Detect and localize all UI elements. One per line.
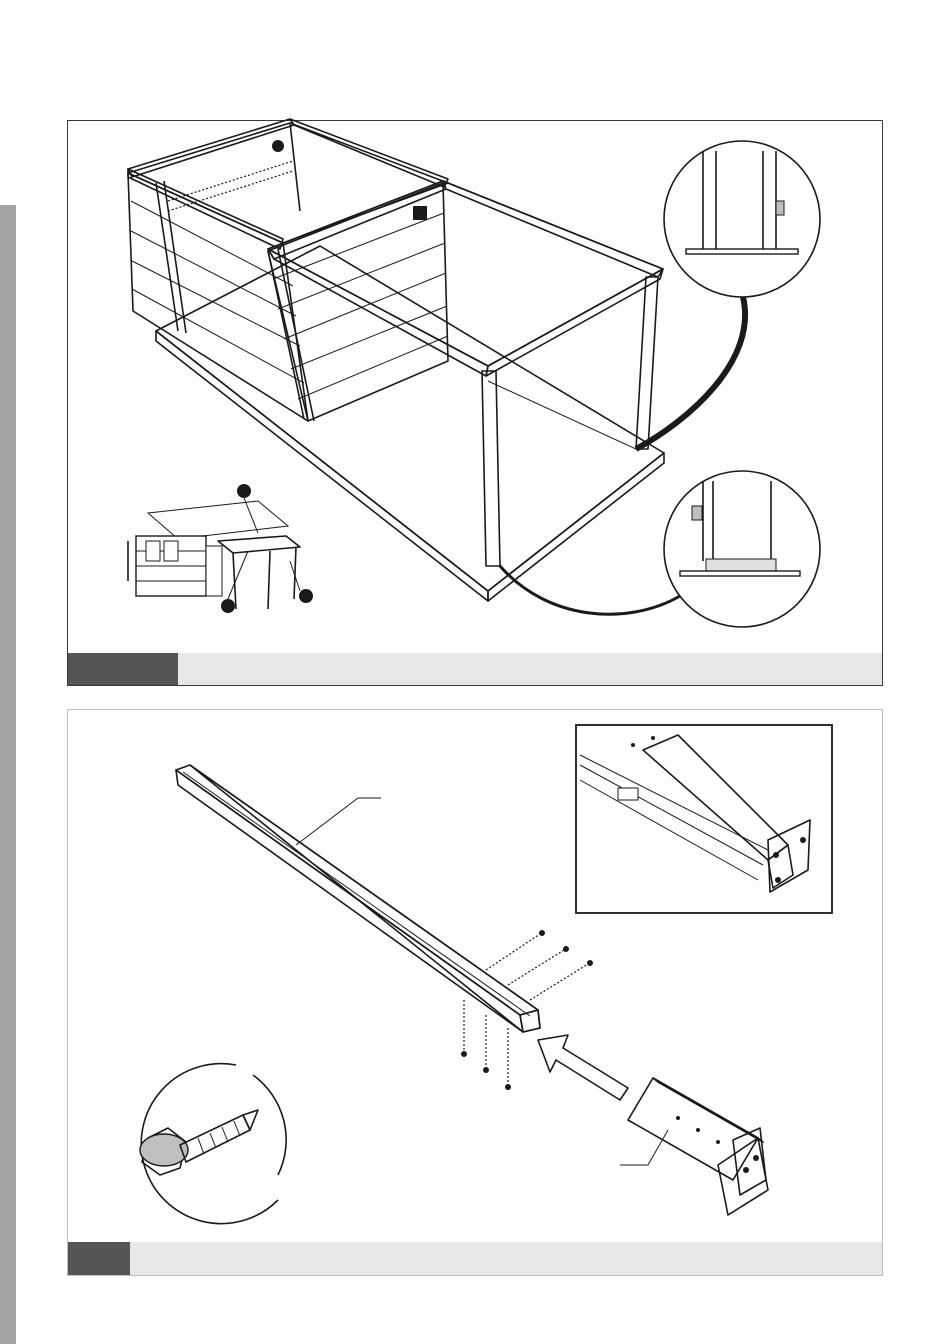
page-side-strip: [0, 205, 16, 1344]
shed-box: [128, 119, 448, 421]
screw-set-bottom: [461, 1000, 511, 1090]
shed-frame-illustration: [68, 121, 884, 687]
step-2-step-tag: [68, 1242, 130, 1275]
beam-illustration: [176, 765, 540, 1032]
screw-set-top: [486, 930, 593, 1000]
beam-end-detail-icon: [576, 725, 832, 913]
floor-slab: [156, 246, 664, 601]
pergola-frame: [268, 181, 663, 566]
step-1-step-tag: [68, 653, 178, 685]
bracket-illustration: [620, 1078, 768, 1215]
step-2-footer-bar: [68, 1242, 882, 1275]
bolt-detail-icon: [664, 471, 820, 627]
base-plate-detail-icon: [664, 141, 820, 297]
self-drilling-screw-icon: [140, 1064, 286, 1224]
mini-shed-overview-icon: [128, 484, 313, 613]
beam-assembly-illustration: [68, 710, 884, 1277]
step-1-footer-bar: [68, 653, 882, 685]
step-2-panel: [67, 709, 883, 1276]
insert-arrow-icon: [538, 1035, 628, 1100]
step-1-panel: [67, 120, 883, 686]
